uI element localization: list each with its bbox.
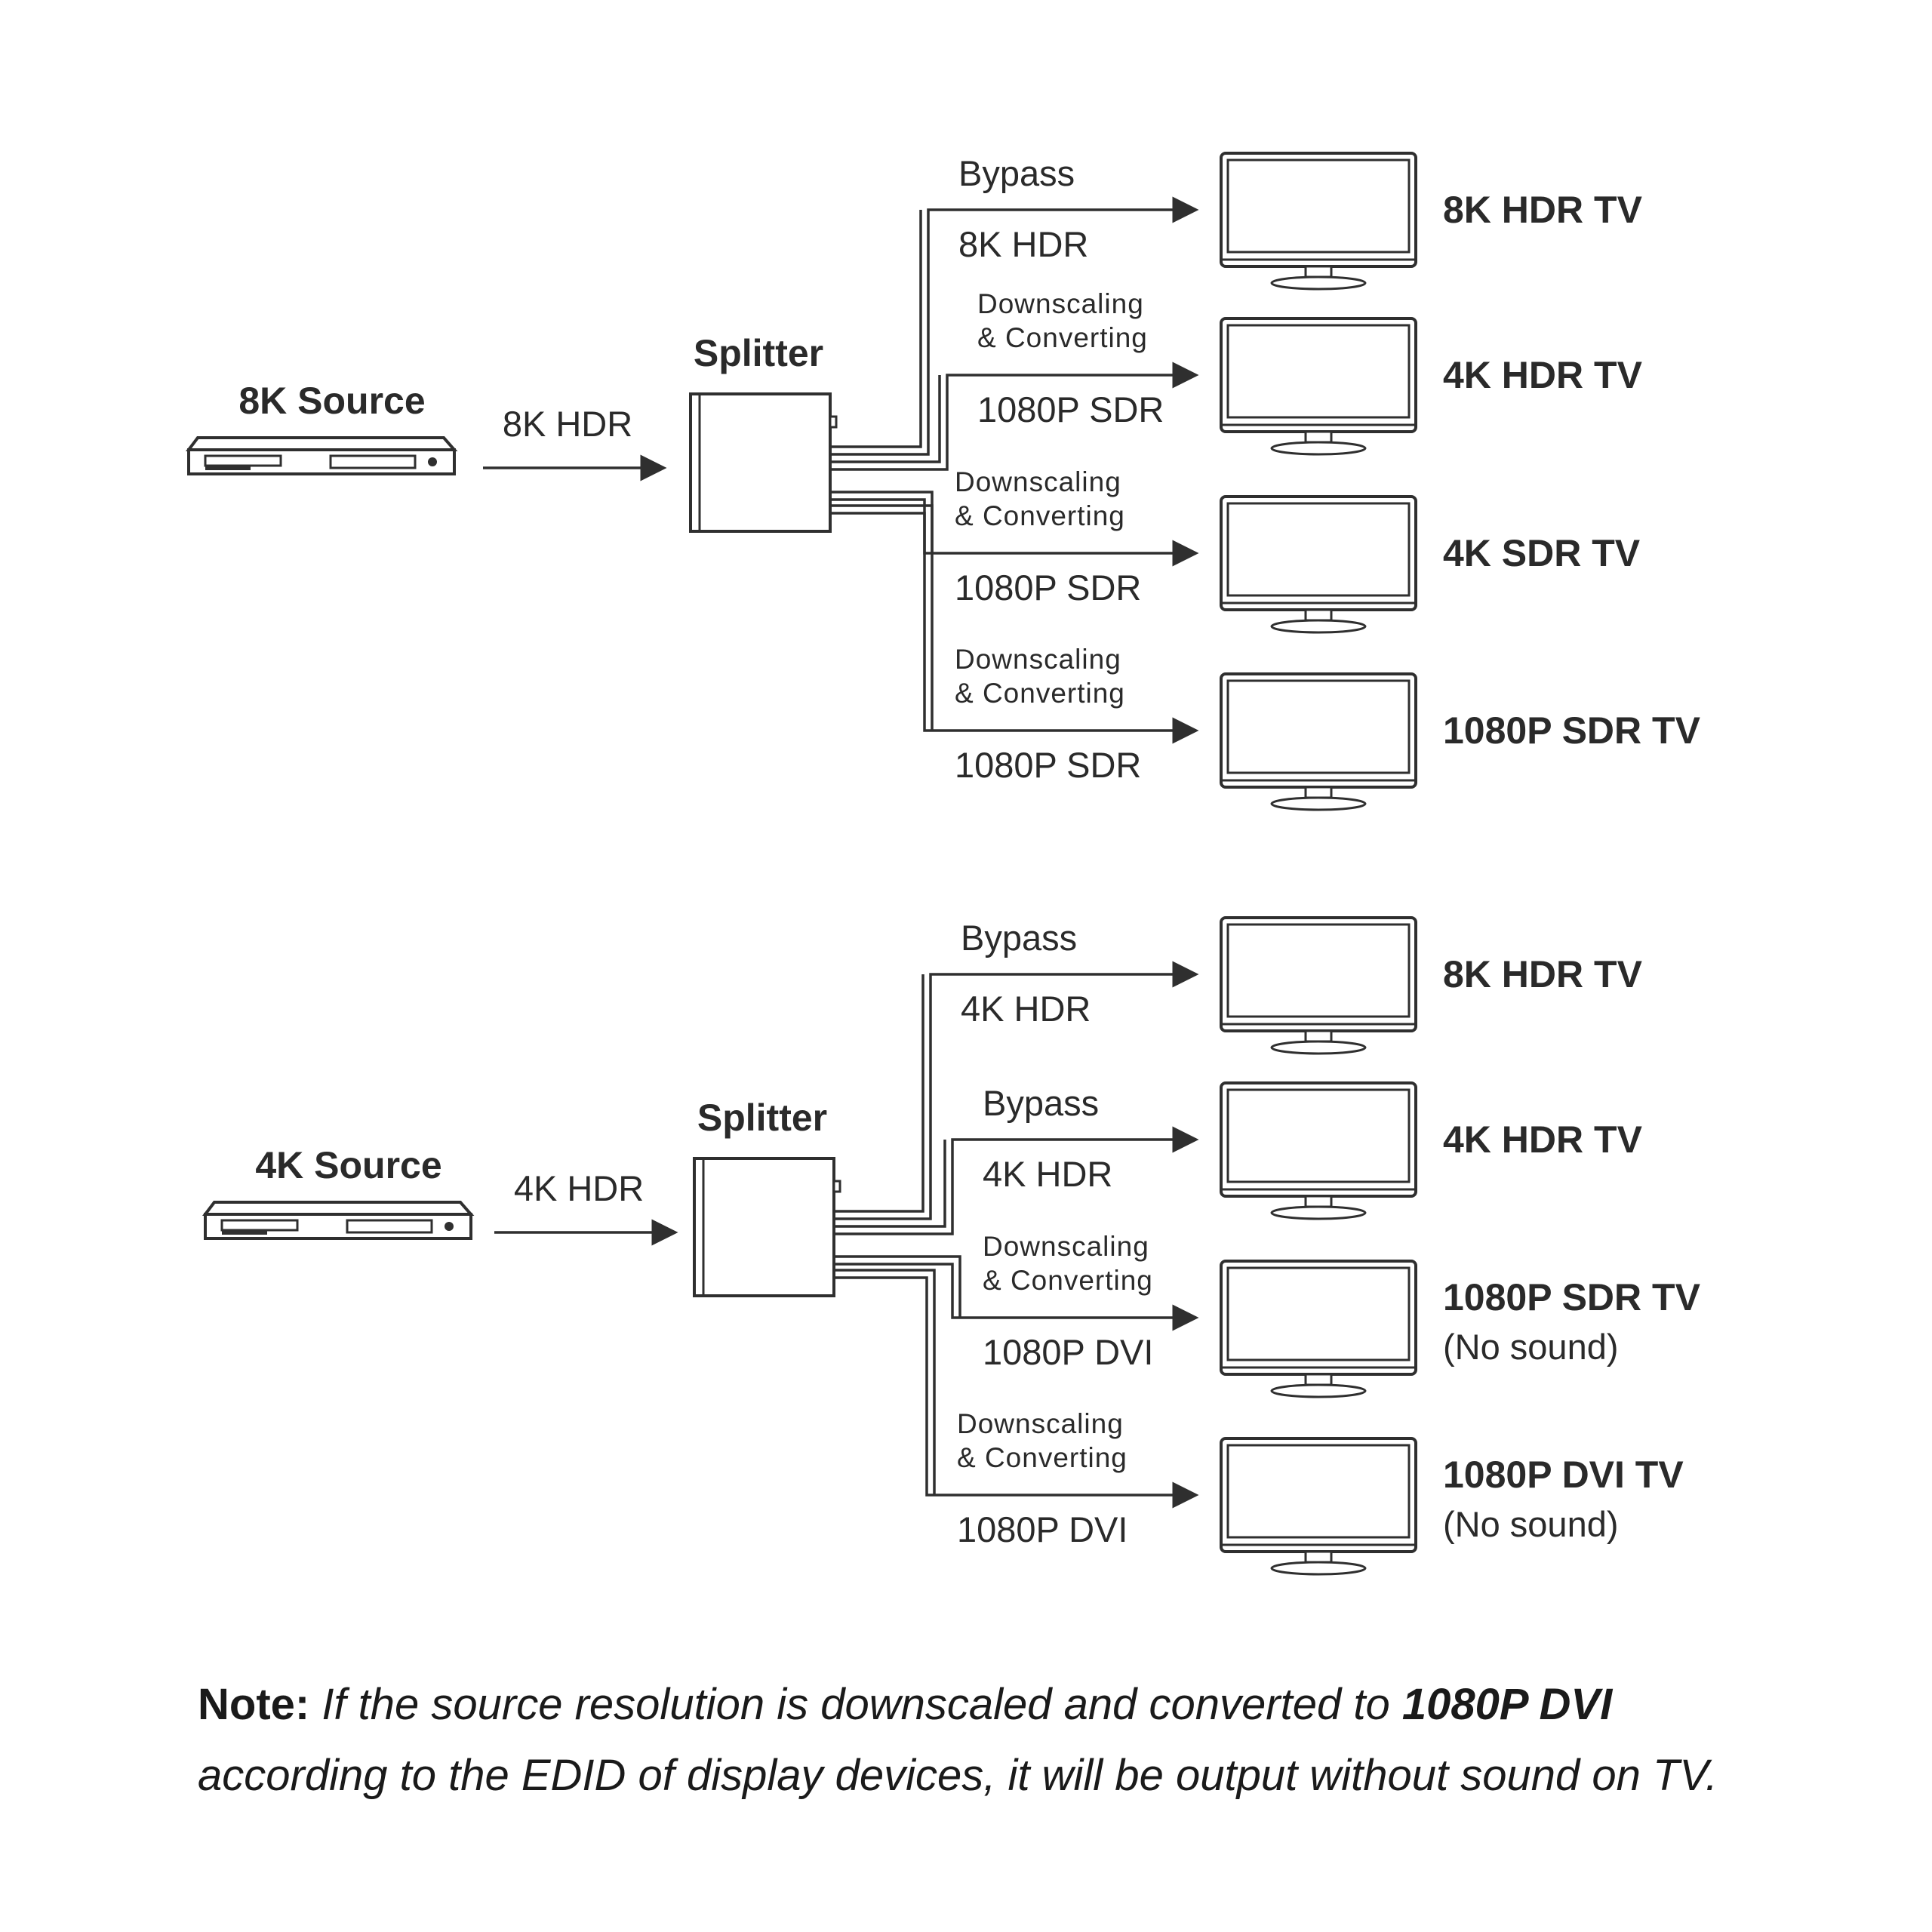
tv-icon	[1220, 1081, 1417, 1220]
output-signal-label: 4K HDR	[961, 989, 1091, 1029]
output-signal-label: 1080P SDR	[955, 568, 1141, 608]
input-signal-label: 4K HDR	[514, 1168, 644, 1208]
tv-icon	[1220, 672, 1417, 811]
mode-label-line1: Downscaling	[977, 288, 1144, 319]
tv-icon	[1220, 495, 1417, 634]
mode-label-line2: & Converting	[955, 678, 1125, 709]
tv-note: (No sound)	[1443, 1327, 1619, 1367]
tv-name: 8K HDR TV	[1443, 189, 1643, 231]
source-device	[186, 436, 458, 475]
output-wire-1	[834, 961, 1199, 1220]
tv-icon	[1220, 317, 1417, 456]
output-wire-4	[830, 504, 1199, 744]
source-device	[202, 1201, 475, 1240]
tv-name: 4K HDR TV	[1443, 1118, 1643, 1161]
tv-note: (No sound)	[1443, 1504, 1619, 1544]
mode-label: Bypass	[958, 153, 1075, 193]
mode-label-line1: Downscaling	[955, 644, 1121, 675]
tv-name: 1080P SDR TV	[1443, 709, 1701, 752]
tv-name: 1080P SDR TV	[1443, 1276, 1701, 1318]
splitter-device	[693, 1157, 841, 1297]
source-device-top	[202, 1201, 475, 1216]
tv-icon	[1220, 1437, 1417, 1576]
splitter-body	[689, 392, 832, 533]
output-wire-4	[834, 1269, 1199, 1509]
diagram-block-1: 8K Source 8K HDR Splitter Bypass 8K HDR 8K HD…	[186, 152, 1701, 811]
tv-name: 4K HDR TV	[1443, 354, 1643, 396]
mode-label-line1: Downscaling	[983, 1231, 1149, 1262]
mode-label-line2: & Converting	[957, 1442, 1128, 1473]
tv-icon	[1220, 152, 1417, 291]
output-signal-label: 4K HDR	[983, 1154, 1112, 1194]
mode-label-line2: & Converting	[977, 322, 1148, 353]
tv-name: 8K HDR TV	[1443, 953, 1643, 995]
note-prefix: Note:	[198, 1680, 309, 1729]
output-signal-label: 1080P DVI	[983, 1332, 1153, 1372]
output-wire-1	[830, 196, 1199, 456]
mode-label-line2: & Converting	[983, 1265, 1153, 1296]
output-wire-2	[834, 1126, 1199, 1235]
output-signal-label: 8K HDR	[958, 224, 1088, 264]
note-line-2: according to the EDID of display devices…	[198, 1751, 1718, 1800]
output-signal-label: 1080P SDR	[977, 389, 1164, 429]
note-line-1: Note: If the source resolution is downsc…	[198, 1680, 1614, 1729]
output-signal-label: 1080P DVI	[957, 1509, 1128, 1549]
output-wire-3	[834, 1255, 1199, 1331]
output-wire-2	[830, 361, 1199, 471]
output-signal-label: 1080P SDR	[955, 745, 1141, 785]
mode-label: Bypass	[961, 918, 1077, 958]
tv-icon	[1220, 1260, 1417, 1398]
diagram-block-2: 4K Source 4K HDR Splitter Bypass 4K HDR 8K HD…	[202, 916, 1701, 1576]
source-label: 8K Source	[238, 380, 425, 422]
note-text-1: If the source resolution is downscaled a…	[309, 1680, 1402, 1729]
splitter-label: Splitter	[697, 1097, 827, 1139]
tv-name: 1080P DVI TV	[1443, 1454, 1684, 1496]
note-section: Note: If the source resolution is downsc…	[198, 1680, 1718, 1800]
splitter-label: Splitter	[694, 332, 823, 374]
note-highlight: 1080P DVI	[1402, 1680, 1614, 1729]
splitter-body	[693, 1157, 835, 1297]
mode-label-line2: & Converting	[955, 500, 1125, 531]
source-device-top	[186, 436, 458, 451]
mode-label: Bypass	[983, 1083, 1099, 1123]
splitter-device	[689, 392, 838, 533]
tv-name: 4K SDR TV	[1443, 532, 1641, 574]
input-signal-label: 8K HDR	[503, 404, 632, 444]
tv-icon	[1220, 916, 1417, 1055]
mode-label-line1: Downscaling	[957, 1408, 1124, 1439]
mode-label-line1: Downscaling	[955, 466, 1121, 497]
source-label: 4K Source	[255, 1144, 441, 1186]
